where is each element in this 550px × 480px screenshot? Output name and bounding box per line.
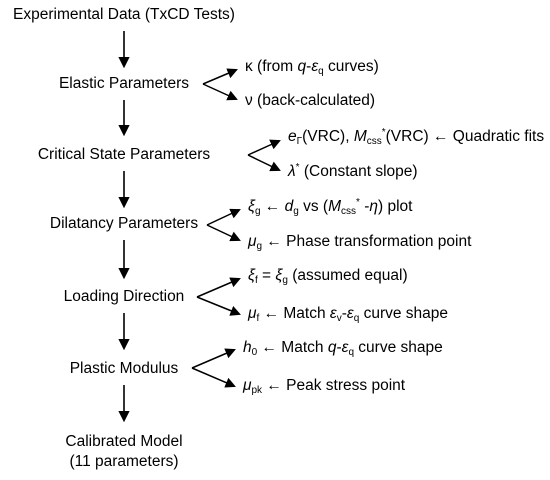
- step-label-dilatancy: Dilatancy Parameters: [49, 215, 199, 232]
- branch-arrow-critical-up: [247, 139, 281, 156]
- branch-arrow-elastic-up: [202, 68, 238, 85]
- branch-arrow-loading-down: [196, 296, 241, 316]
- branch-mu-pk: μpk ← Peak stress point: [243, 377, 406, 396]
- branch-arrow-dilatancy-down: [206, 224, 241, 242]
- step-label-loading: Loading Direction: [63, 288, 185, 305]
- branch-arrow-critical-down: [247, 154, 281, 172]
- branch-arrow-dilatancy-up: [206, 208, 241, 226]
- title: Experimental Data (TxCD Tests): [13, 6, 235, 23]
- branch-arrow-plastic-down: [191, 367, 236, 388]
- result-line-1: Calibrated Model: [65, 433, 183, 450]
- branch-egamma-mcss: eΓ(VRC), Mcss*(VRC) ← Quadratic fits: [288, 127, 545, 147]
- branch-arrow-elastic-down: [202, 83, 238, 101]
- step-label-critical: Critical State Parameters: [37, 146, 211, 163]
- branch-lambda: λ* (Constant slope): [288, 162, 418, 181]
- branch-kappa: κ (from q-εq curves): [245, 58, 379, 77]
- step-label-plastic: Plastic Modulus: [69, 360, 179, 377]
- branch-arrow-plastic-up: [191, 348, 236, 369]
- branch-nu: ν (back-calculated): [245, 92, 376, 109]
- branch-xi-g: ξg ← dg vs (Mcss* -η) plot: [248, 197, 413, 217]
- branch-mu-g: μg ← Phase transformation point: [248, 233, 472, 252]
- branch-arrow-loading-up: [196, 277, 241, 298]
- result-line-2: (11 parameters): [69, 453, 179, 470]
- step-label-elastic: Elastic Parameters: [58, 75, 190, 92]
- branch-xi-f: ξf = ξg (assumed equal): [248, 267, 408, 286]
- branch-h0: h0 ← Match q-εq curve shape: [243, 339, 443, 358]
- branch-mu-f: μf ← Match εv-εq curve shape: [248, 305, 449, 324]
